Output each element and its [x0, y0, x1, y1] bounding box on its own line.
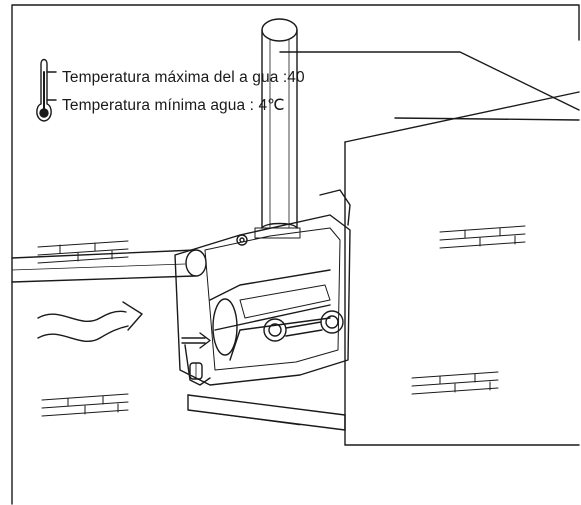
- flow-direction-arrow-icon: [181, 332, 211, 349]
- max-temperature-label: Temperatura máxima del a gua :40: [62, 69, 305, 86]
- brick-wall-icon: [41, 393, 129, 417]
- room-outline: [11, 4, 580, 505]
- brick-wall-icon: [411, 371, 499, 395]
- foot-bolt: [189, 362, 203, 380]
- storage-box: [279, 51, 580, 446]
- mounting-screws: [263, 310, 344, 342]
- brick-wall-icon: [439, 225, 526, 249]
- vertical-pipe: [261, 18, 298, 229]
- min-temperature-label: Temperatura mínima agua : 4℃: [62, 97, 285, 114]
- airflow-arrow-icon: [37, 301, 143, 343]
- thermometer-icon: [36, 58, 57, 122]
- mounting-shelf: [187, 394, 346, 431]
- brick-wall-icon: [37, 240, 129, 264]
